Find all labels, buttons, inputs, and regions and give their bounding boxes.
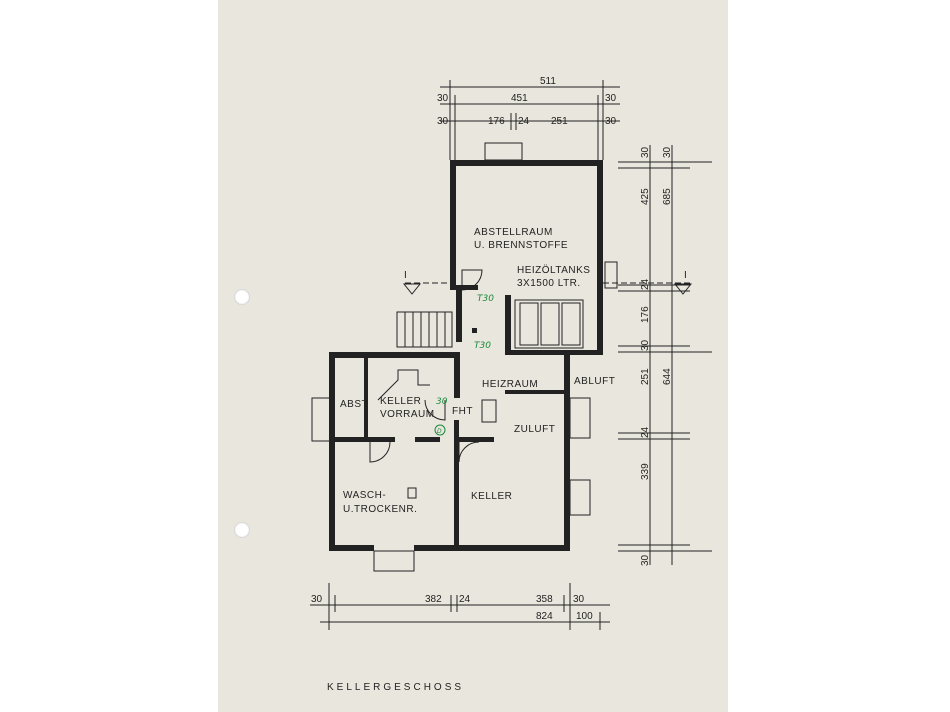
label-abluft: ABLUFT xyxy=(574,376,615,387)
room-wasch-1: WASCH- xyxy=(343,490,386,501)
dim-top-r2-b: 451 xyxy=(511,93,528,104)
dim-top-overall: 511 xyxy=(540,76,556,87)
room-heizraum: HEIZRAUM xyxy=(482,379,538,390)
dim-bottom-r1-a: 30 xyxy=(311,594,323,605)
room-labels: ABSTELLRAUM U. BRENNSTOFFE HEIZÖLTANKS 3… xyxy=(340,227,615,515)
handwritten-annotations: T30 T30 30 D xyxy=(434,294,494,436)
annotation-t30-lower: T30 xyxy=(474,341,491,351)
dim-right-1: 30 xyxy=(640,146,651,158)
dim-top-r3-e: 30 xyxy=(605,116,617,127)
section-markers: I I xyxy=(402,270,693,295)
dim-right-outer-2: 644 xyxy=(662,368,673,385)
dim-top-r2-c: 30 xyxy=(605,93,617,104)
right-dimensions: 30 425 24 176 30 251 24 339 30 30 685 64… xyxy=(618,145,712,566)
dim-bottom-r1-d: 358 xyxy=(536,594,553,605)
dim-right-8: 339 xyxy=(640,463,651,480)
light-wells xyxy=(311,142,618,572)
annotation-t30-upper: T30 xyxy=(477,294,494,304)
dim-right-top-30: 30 xyxy=(662,146,673,158)
room-keller-vorraum-2: VORRAUM xyxy=(380,409,435,420)
room-abst: ABST xyxy=(340,399,368,410)
drawing-sheet xyxy=(218,0,728,712)
dim-top-r3-b: 176 xyxy=(488,116,505,127)
dim-right-7: 24 xyxy=(640,426,651,438)
dim-top-r3-a: 30 xyxy=(437,116,449,127)
oil-tanks xyxy=(514,299,584,349)
dim-top-r2-a: 30 xyxy=(437,93,449,104)
door-swings xyxy=(369,269,497,499)
dim-right-outer-1: 685 xyxy=(662,188,673,205)
dim-top-r3-d: 251 xyxy=(551,116,568,127)
dim-bottom-r1-e: 30 xyxy=(573,594,585,605)
annotation-door-30: 30 xyxy=(436,397,448,407)
room-keller: KELLER xyxy=(471,491,512,502)
punch-hole-top xyxy=(234,289,250,305)
label-zuluft: ZULUFT xyxy=(514,424,555,435)
room-abstellraum: ABSTELLRAUM xyxy=(474,227,553,238)
section-mark-right: I xyxy=(684,270,687,281)
dim-right-6: 251 xyxy=(640,368,651,385)
label-heizoeltanks: HEIZÖLTANKS xyxy=(517,264,590,276)
label-tanks-volume: 3X1500 LTR. xyxy=(517,278,581,289)
section-mark-left: I xyxy=(404,270,407,281)
dim-right-9: 30 xyxy=(640,554,651,566)
dim-bottom-r2-b: 100 xyxy=(576,611,593,622)
label-fht: FHT xyxy=(452,406,473,417)
punch-hole-bottom xyxy=(234,522,250,538)
top-dimensions: 511 30 451 30 30 176 24 251 30 xyxy=(437,76,620,160)
dim-bottom-r1-b: 382 xyxy=(425,594,442,605)
room-wasch-2: U.TROCKENR. xyxy=(343,504,417,515)
dim-bottom-r1-c: 24 xyxy=(459,594,471,605)
dim-right-5: 30 xyxy=(640,339,651,351)
exterior-walls xyxy=(329,160,603,551)
dim-right-4: 176 xyxy=(640,306,651,323)
annotation-circle-mark: D xyxy=(437,428,442,435)
room-brennstoffe: U. BRENNSTOFFE xyxy=(474,240,568,251)
dim-right-2: 425 xyxy=(640,188,651,205)
drawing-title: KELLERGESCHOSS xyxy=(327,682,464,693)
bottom-dimensions: 30 382 24 358 30 824 100 xyxy=(310,583,610,630)
dim-top-r3-c: 24 xyxy=(518,116,530,127)
room-keller-vorraum-1: KELLER xyxy=(380,396,421,407)
dim-bottom-r2-a: 824 xyxy=(536,611,553,622)
staircase xyxy=(377,311,453,401)
dim-right-3: 24 xyxy=(640,278,651,290)
circle-mark-icon xyxy=(434,424,446,436)
